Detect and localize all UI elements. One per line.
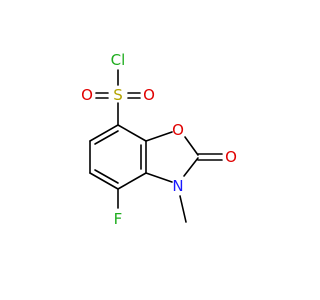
atom-chlorine: Cl — [111, 51, 126, 69]
molecule-diagram: Cl S O O O O N F — [81, 51, 237, 228]
structure-drawing: Cl S O O O O N F — [81, 51, 237, 228]
bond-c4-c5-inner — [94, 169, 119, 184]
bond-c7-c7a — [117, 124, 147, 142]
atom-labels: Cl S O O O O N F — [81, 51, 237, 228]
bond-c6-c7-inner — [94, 130, 119, 145]
bond-c2-n3 — [183, 157, 199, 177]
bond-n-methyl — [179, 195, 187, 223]
bond-o1-c2 — [184, 136, 199, 156]
bond-n3-c3a — [145, 172, 173, 183]
atom-sulfonyl-oxygen-right: O — [143, 86, 155, 104]
bond-c6-c7 — [89, 124, 119, 142]
atom-nitrogen: N — [172, 177, 183, 195]
atom-fluorine: F — [114, 210, 123, 228]
atom-ring-oxygen: O — [172, 121, 184, 139]
atom-sulfur: S — [113, 86, 123, 104]
bond-c3a-c4 — [117, 172, 147, 190]
bonds — [89, 69, 223, 223]
bond-c7a-o1 — [145, 131, 173, 142]
bond-c4-c5 — [89, 172, 119, 190]
atom-sulfonyl-oxygen-left: O — [81, 86, 93, 104]
atom-carbonyl-oxygen: O — [225, 148, 237, 166]
